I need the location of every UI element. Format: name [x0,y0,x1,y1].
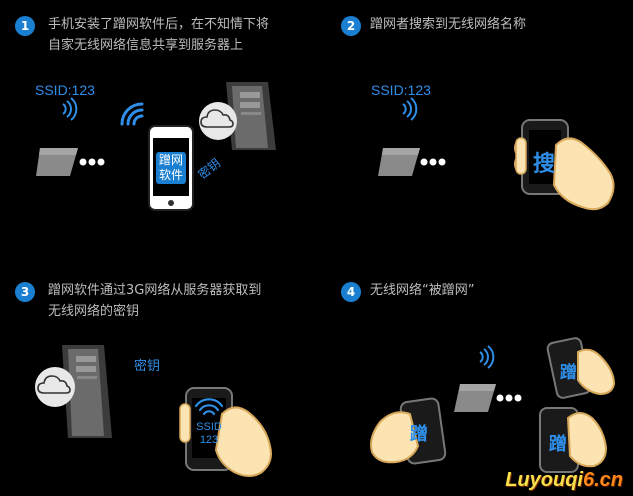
step-2-ssid-label: SSID:123 [371,82,431,98]
cloud-icon [199,102,237,140]
router-icon [36,148,78,176]
wifi-signal-icon [62,97,78,121]
hand-phone-top-icon [546,337,616,399]
step-2-line-1: 蹭网者搜索到无线网络名称 [370,17,527,32]
phone-wifi-icon [120,102,144,126]
step-1-line-1: 手机安装了蹭网软件后，在不知情下将 [48,17,270,32]
search-label: 搜 [533,152,556,177]
app-label-line-1: 蹭网 [158,153,183,167]
step-1-ssid-label: SSID:123 [35,82,95,98]
step-3-line-1: 蹭网软件通过3G网络从服务器获取到 [48,283,262,298]
watermark-part-b: 6.cn [582,469,623,491]
step-1-key-label: 密钥 [195,155,224,182]
router-icon [378,148,420,176]
wifi-signal-icon [402,97,418,121]
step-1-text: 手机安装了蹭网软件后，在不知情下将 自家无线网络信息共享到服务器上 [48,14,269,56]
step-1-line-2: 自家无线网络信息共享到服务器上 [48,38,244,53]
step-3-line-2: 无线网络的密钥 [48,304,140,319]
phone-app-label: 蹭网 软件 [156,153,186,183]
ssid-screen-line-2: 123 [199,434,219,446]
cloud-icon [35,367,75,407]
step-2-text: 蹭网者搜索到无线网络名称 [370,14,526,35]
ssid-screen-line-1: SSID [196,421,222,433]
ceng-label-left: 蹭 [410,424,428,445]
dots-icon [79,158,105,166]
router-icon [454,384,496,412]
hand-phone-left-icon [370,397,447,465]
ceng-label-top: 蹭 [560,363,577,383]
watermark-part-a: Luyouqi [505,469,583,491]
step-2-badge: 2 [341,16,361,36]
dots-icon [496,394,522,402]
step-3-text: 蹭网软件通过3G网络从服务器获取到 无线网络的密钥 [48,280,261,322]
step-1-badge: 1 [15,16,35,36]
ssid-screen-label: SSID 123 [194,421,224,447]
dots-icon [420,158,446,166]
server-icon [226,82,276,150]
step-3-key-label: 密钥 [134,359,161,374]
server-icon [62,345,112,438]
watermark-logo: Luyouqi6.cn [505,469,623,492]
step-4-line-1: 无线网络“被蹭网” [370,283,475,298]
ceng-label-bottom: 蹭 [549,434,567,455]
step-4-text: 无线网络“被蹭网” [370,280,474,301]
hand-phone-icon [514,119,615,211]
app-label-line-2: 软件 [158,168,183,182]
wifi-signal-icon [479,345,495,369]
step-3-badge: 3 [15,282,35,302]
step-4-badge: 4 [341,282,361,302]
